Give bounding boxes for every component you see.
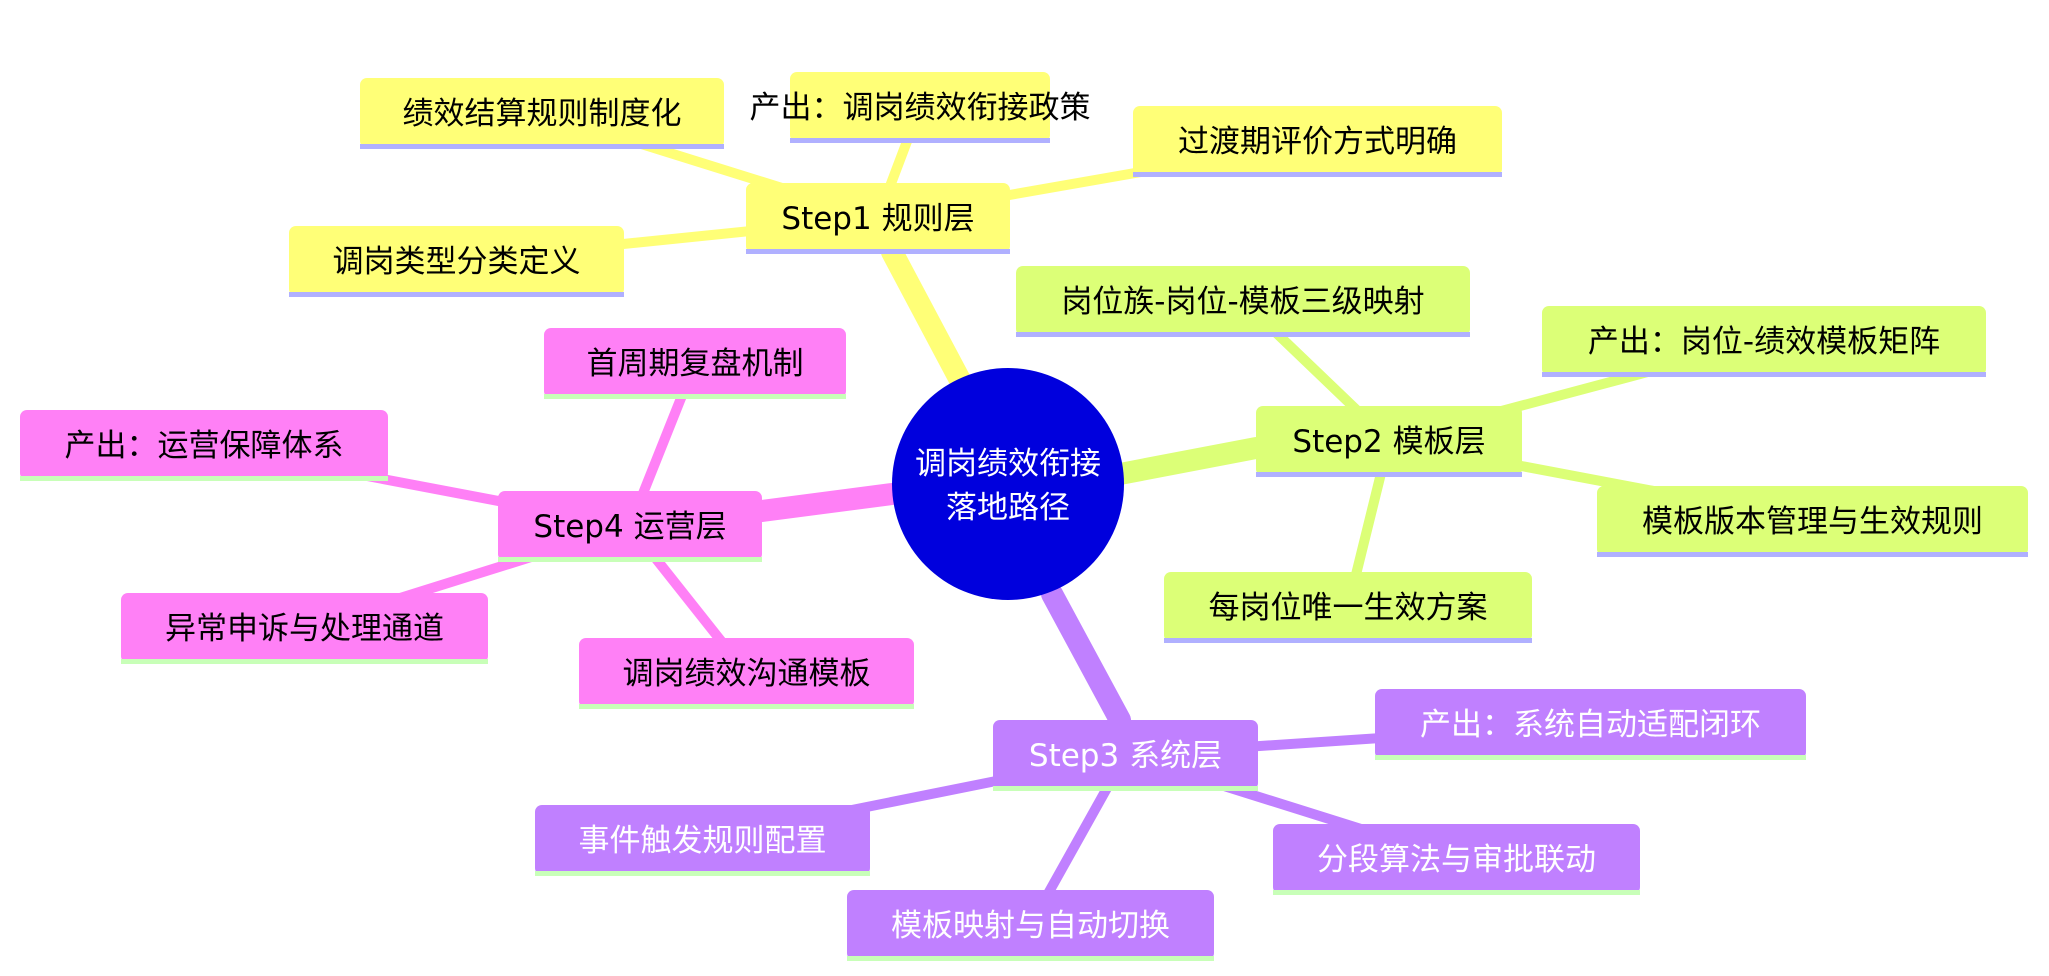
step4-child-3-label: 调岗绩效沟通模板 bbox=[623, 656, 871, 692]
step4-child-1-underline bbox=[20, 476, 388, 481]
step3-child-1-box bbox=[1273, 824, 1640, 894]
step3-child-2[interactable]: 模板映射与自动切换 bbox=[847, 890, 1214, 961]
step1-child-1[interactable]: 绩效结算规则制度化 bbox=[360, 78, 724, 149]
step1-child-3[interactable]: 调岗类型分类定义 bbox=[289, 226, 624, 297]
step3-child-3[interactable]: 事件触发规则配置 bbox=[535, 805, 870, 876]
step4-child-3-box bbox=[579, 638, 914, 708]
step4-node-label: Step4 运营层 bbox=[533, 509, 726, 545]
step2-child-2-box bbox=[1597, 486, 2028, 556]
step1-child-3-box bbox=[289, 226, 624, 296]
step4-node[interactable]: Step4 运营层 bbox=[498, 491, 762, 562]
step2-child-0-label: 岗位族-岗位-模板三级映射 bbox=[1061, 284, 1424, 320]
step2-child-3-label: 每岗位唯一生效方案 bbox=[1209, 590, 1488, 626]
step1-child-3-underline bbox=[289, 292, 624, 297]
step1-child-2-label: 过渡期评价方式明确 bbox=[1178, 124, 1457, 160]
step3-child-0-box bbox=[1375, 689, 1806, 759]
step3-child-2-underline bbox=[847, 956, 1214, 961]
step1-child-0-underline bbox=[790, 138, 1050, 143]
step4-child-2-label: 异常申诉与处理通道 bbox=[165, 611, 444, 647]
step2-child-3[interactable]: 每岗位唯一生效方案 bbox=[1164, 572, 1532, 643]
step2-node-underline bbox=[1256, 472, 1522, 477]
step3-child-2-label: 模板映射与自动切换 bbox=[891, 908, 1170, 944]
step1-child-1-underline bbox=[360, 144, 724, 149]
step3-node-box bbox=[993, 720, 1258, 790]
step2-child-0[interactable]: 岗位族-岗位-模板三级映射 bbox=[1016, 266, 1470, 337]
step2-node-label: Step2 模板层 bbox=[1292, 424, 1485, 460]
step2-node-box bbox=[1256, 406, 1522, 476]
center-label-line1: 调岗绩效衔接 bbox=[915, 446, 1101, 482]
step3-node[interactable]: Step3 系统层 bbox=[993, 720, 1258, 791]
step2-edge bbox=[1109, 437, 1267, 485]
step2-child-1-underline bbox=[1542, 372, 1986, 377]
step4-child-3[interactable]: 调岗绩效沟通模板 bbox=[579, 638, 914, 709]
step1-node-box bbox=[746, 183, 1010, 253]
step1-child-0[interactable]: 产出：调岗绩效衔接政策 bbox=[750, 72, 1091, 143]
step3-child-1-underline bbox=[1273, 890, 1640, 895]
step2-child-2[interactable]: 模板版本管理与生效规则 bbox=[1597, 486, 2028, 557]
step3-child-0[interactable]: 产出：系统自动适配闭环 bbox=[1375, 689, 1806, 760]
center-circle bbox=[892, 368, 1124, 600]
center-node[interactable]: 调岗绩效衔接 落地路径 bbox=[892, 368, 1124, 600]
step4-child-1-box bbox=[20, 410, 388, 480]
step3-child-2-box bbox=[847, 890, 1214, 960]
step2-child-1[interactable]: 产出：岗位-绩效模板矩阵 bbox=[1542, 306, 1986, 377]
step3-child-3-underline bbox=[535, 871, 870, 876]
step4-node-box bbox=[498, 491, 762, 561]
step4-node-underline bbox=[498, 557, 762, 562]
step4-child-0-label: 首周期复盘机制 bbox=[587, 346, 804, 382]
step3-node-label: Step3 系统层 bbox=[1029, 738, 1222, 774]
step1-node-label: Step1 规则层 bbox=[781, 201, 974, 237]
step1-child-2-box bbox=[1133, 106, 1502, 176]
step3-child-0-underline bbox=[1375, 755, 1806, 760]
step2-child-2-label: 模板版本管理与生效规则 bbox=[1642, 504, 1983, 540]
step3-child-0-label: 产出：系统自动适配闭环 bbox=[1420, 707, 1761, 743]
step4-child-3-underline bbox=[579, 704, 914, 709]
step3-node-underline bbox=[993, 786, 1258, 791]
step2-child-0-box bbox=[1016, 266, 1470, 336]
step4-child-1-label: 产出：运营保障体系 bbox=[65, 428, 344, 464]
step3-edge bbox=[1041, 583, 1131, 731]
step1-child-1-box bbox=[360, 78, 724, 148]
step2-child-1-box bbox=[1542, 306, 1986, 376]
center-label-line2: 落地路径 bbox=[946, 490, 1070, 526]
step1-child-1-label: 绩效结算规则制度化 bbox=[403, 96, 682, 132]
step1-child-0-box bbox=[790, 72, 1050, 142]
step1-child-0-label: 产出：调岗绩效衔接政策 bbox=[750, 90, 1091, 126]
step3-child-3-box bbox=[535, 805, 870, 875]
step4-child-2-underline bbox=[121, 659, 488, 664]
step2-child-0-underline bbox=[1016, 332, 1470, 337]
step4-child-0-box bbox=[544, 328, 846, 398]
step4-child-0[interactable]: 首周期复盘机制 bbox=[544, 328, 846, 399]
step2-child-3-underline bbox=[1164, 638, 1532, 643]
step1-edge bbox=[881, 241, 971, 391]
step1-child-2-underline bbox=[1133, 172, 1502, 177]
step4-child-2-box bbox=[121, 593, 488, 663]
step3-child-3-label: 事件触发规则配置 bbox=[579, 823, 827, 859]
step4-child-1[interactable]: 产出：运营保障体系 bbox=[20, 410, 388, 481]
step1-child-2[interactable]: 过渡期评价方式明确 bbox=[1133, 106, 1502, 177]
step2-child-2-underline bbox=[1597, 552, 2028, 557]
step3-child-1[interactable]: 分段算法与审批联动 bbox=[1273, 824, 1640, 895]
step4-child-0-underline bbox=[544, 394, 846, 399]
step2-node[interactable]: Step2 模板层 bbox=[1256, 406, 1522, 477]
step2-child-1-label: 产出：岗位-绩效模板矩阵 bbox=[1588, 324, 1940, 360]
step1-child-3-label: 调岗类型分类定义 bbox=[333, 244, 581, 280]
step2-child-3-box bbox=[1164, 572, 1532, 642]
step1-node[interactable]: Step1 规则层 bbox=[746, 183, 1010, 254]
step3-child-1-label: 分段算法与审批联动 bbox=[1317, 842, 1596, 878]
step4-edge bbox=[751, 483, 903, 522]
step4-child-2[interactable]: 异常申诉与处理通道 bbox=[121, 593, 488, 664]
step1-node-underline bbox=[746, 249, 1010, 254]
